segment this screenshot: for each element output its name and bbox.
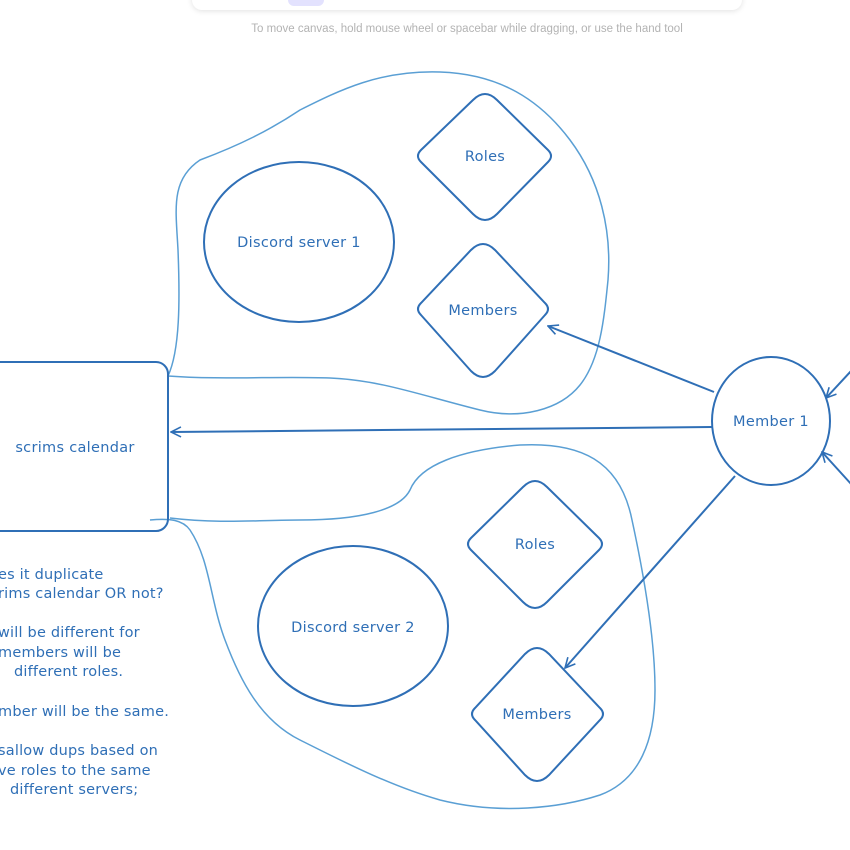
note-line: rims calendar OR not? (0, 586, 164, 602)
discord-server-1-label: Discord server 1 (237, 235, 361, 251)
note-line: mber will be the same. (0, 704, 169, 720)
note-line: sallow dups based on (0, 743, 158, 759)
scrims-calendar-node[interactable]: scrims calendar (0, 361, 169, 532)
incoming-arrow-upper[interactable] (826, 370, 850, 398)
note-line: ve roles to the same (0, 763, 151, 779)
note-line: es it duplicate (0, 567, 104, 583)
roles-2-node[interactable]: Roles (467, 479, 603, 610)
roles-2-label: Roles (515, 537, 555, 553)
main-toolbar[interactable] (192, 0, 742, 10)
note-line: will be different for (0, 625, 140, 641)
canvas-hint: To move canvas, hold mouse wheel or spac… (251, 23, 683, 35)
scrims-calendar-label: scrims calendar (15, 440, 134, 456)
server2-group-outline[interactable] (149, 443, 656, 810)
server1-group-outline[interactable] (166, 71, 610, 415)
note-line: different roles. (14, 664, 123, 680)
member-to-members2-arrow[interactable] (565, 475, 736, 668)
member-to-members1-arrow[interactable] (548, 326, 715, 393)
member-to-calendar-arrow[interactable] (171, 426, 713, 432)
discord-server-2-label: Discord server 2 (291, 620, 415, 636)
incoming-arrow-lower[interactable] (822, 452, 850, 485)
note-line: members will be (0, 645, 121, 661)
member-1-node[interactable]: Member 1 (711, 356, 831, 486)
notes-text-block[interactable]: es it duplicate rims calendar OR not? wi… (0, 567, 169, 798)
member-1-label: Member 1 (733, 414, 809, 430)
roles-1-label: Roles (465, 149, 505, 165)
discord-server-2-node[interactable]: Discord server 2 (257, 545, 449, 707)
active-tool-indicator[interactable] (288, 0, 324, 6)
members-2-node[interactable]: Members (471, 646, 604, 783)
members-2-label: Members (502, 707, 571, 723)
discord-server-1-node[interactable]: Discord server 1 (203, 161, 395, 323)
members-1-label: Members (448, 303, 517, 319)
roles-1-node[interactable]: Roles (417, 92, 552, 222)
members-1-node[interactable]: Members (417, 242, 549, 379)
note-line: different servers; (10, 782, 138, 798)
